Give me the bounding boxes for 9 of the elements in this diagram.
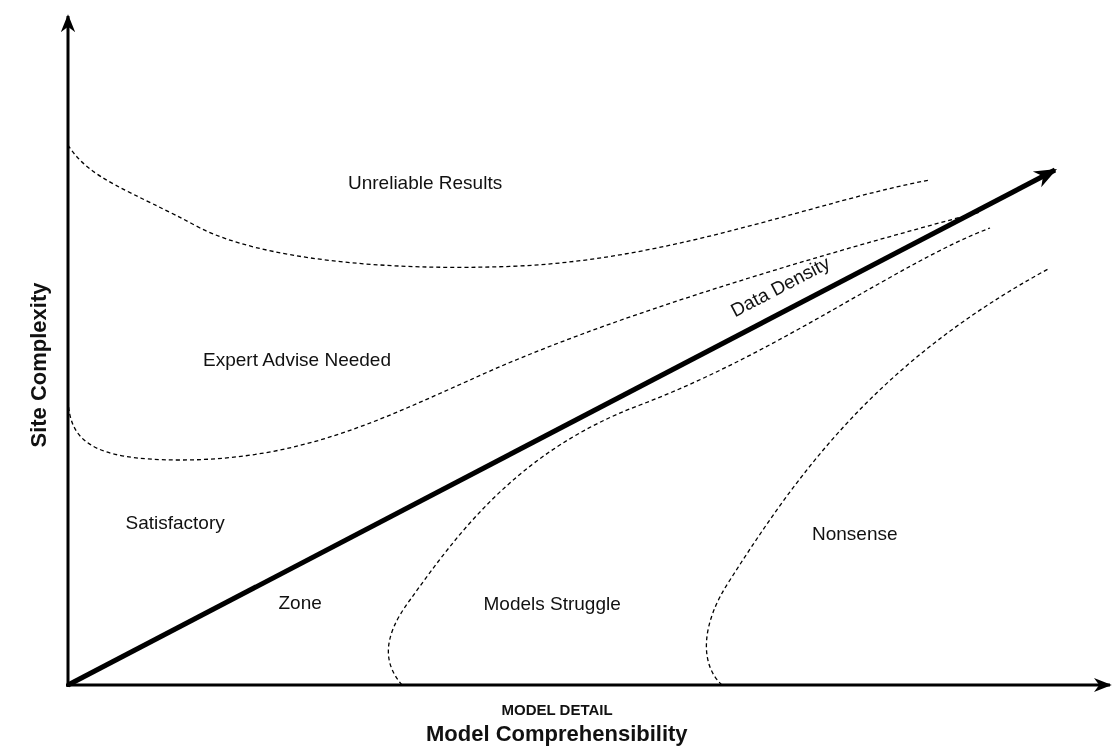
region-label: Unreliable Results (348, 172, 503, 194)
axis-label: MODEL DETAIL (501, 700, 613, 718)
axis-title: Model Comprehensibility (426, 721, 688, 747)
region-label: Expert Advise Needed (203, 349, 391, 371)
axis-title: Site Complexity (25, 282, 51, 448)
region-label: Models Struggle (483, 593, 621, 615)
region-label: Satisfactory (125, 512, 225, 534)
region-label: Nonsense (812, 523, 898, 545)
region-label: Zone (278, 592, 322, 614)
